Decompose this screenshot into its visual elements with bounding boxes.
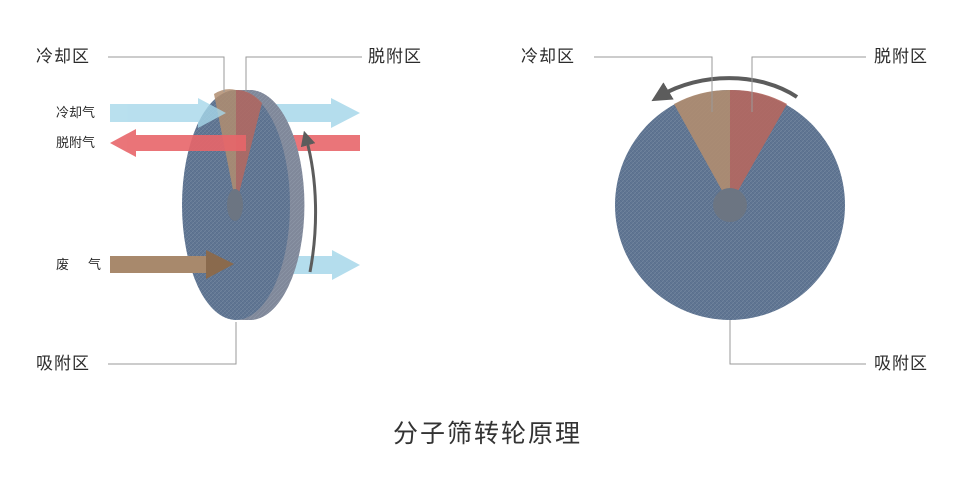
cooling-zone-label-left: 冷却区	[36, 47, 90, 67]
desorption-air-label: 脱附气	[56, 136, 96, 151]
desorption-sector-left	[236, 89, 262, 205]
cooling-zone-label-right: 冷却区	[521, 47, 575, 67]
hub-left	[227, 189, 243, 221]
rotation-arrow-left	[300, 130, 318, 273]
desorption-sector-right	[730, 89, 787, 205]
right-wheel-diagram	[594, 56, 866, 365]
exhaust-gas-inlet-arrow	[110, 250, 234, 279]
hub-right	[713, 188, 747, 222]
adsorption-zone-label-left: 吸附区	[36, 354, 90, 374]
purified-air-outlet-arrow	[290, 250, 360, 280]
diagram-caption: 分子筛转轮原理	[392, 419, 582, 448]
cooling-sector-right	[674, 89, 730, 205]
cooling-air-inlet-arrow	[110, 98, 226, 128]
exhaust-gas-label-char1: 废	[56, 258, 70, 273]
leader-desorption-right	[751, 56, 866, 112]
leader-cooling-left	[108, 56, 225, 92]
left-wheel-diagram	[108, 56, 362, 365]
desorption-air-outlet-arrow	[110, 129, 246, 157]
leader-desorption-left	[245, 56, 362, 92]
cooling-air-label: 冷却气	[56, 106, 96, 121]
leader-cooling-right	[594, 56, 713, 112]
leader-adsorption-right	[729, 320, 866, 365]
exhaust-gas-label-char2: 气	[88, 258, 102, 273]
desorption-zone-label-left: 脱附区	[368, 47, 422, 67]
adsorption-zone-label-right: 吸附区	[874, 354, 928, 374]
rotation-arrow-right	[651, 76, 799, 102]
leader-adsorption-left	[108, 322, 237, 365]
desorption-zone-label-right: 脱附区	[874, 47, 928, 67]
